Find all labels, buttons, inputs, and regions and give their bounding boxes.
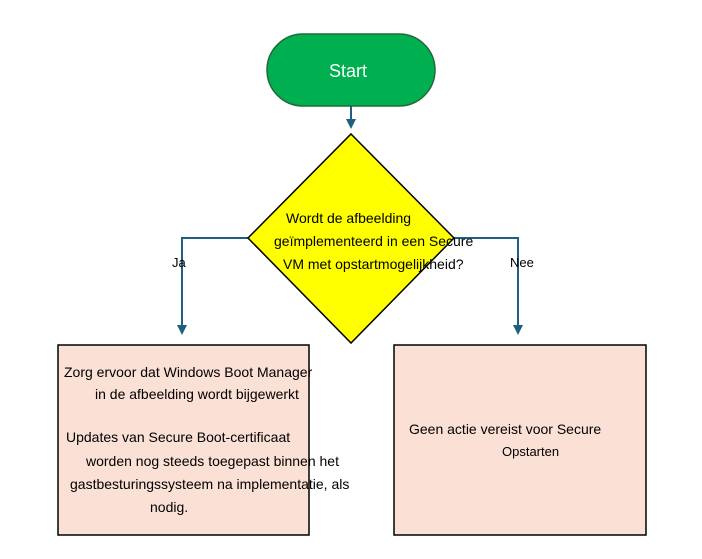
right-box-line-2: Opstarten [502, 444, 559, 459]
start-shape [266, 33, 436, 107]
left-process-box: Zorg ervoor dat Windows Boot Manager in … [57, 344, 349, 536]
yes-branch-label: Ja [172, 255, 187, 270]
decision-shape [246, 132, 456, 345]
connector-no-branch [450, 237, 523, 335]
decision-text-line-1: Wordt de afbeelding [286, 210, 411, 226]
right-process-box: Geen actie vereist voor Secure Opstarten [393, 344, 647, 536]
start-label: Start [329, 61, 367, 81]
right-box-line-1: Geen actie vereist voor Secure [409, 421, 601, 437]
decision-text-line-2: geïmplementeerd in een Secure [274, 233, 473, 249]
no-branch-label: Nee [510, 255, 534, 270]
left-box-line-1: Zorg ervoor dat Windows Boot Manager [64, 364, 313, 380]
start-node: Start [266, 33, 436, 107]
decision-node: Wordt de afbeelding geïmplementeerd in e… [246, 132, 473, 345]
decision-text-line-3: VM met opstartmogelijkheid? [283, 256, 464, 272]
left-box-line-3: Updates van Secure Boot-certificaat [66, 429, 290, 445]
left-box-line-5: gastbesturingssysteem na implementatie, … [70, 476, 349, 492]
right-box-shape [393, 344, 647, 536]
left-box-line-6: nodig. [150, 499, 188, 515]
connector-yes-branch [177, 237, 250, 335]
left-box-line-4: worden nog steeds toegepast binnen het [85, 453, 339, 469]
left-box-line-2: in de afbeelding wordt bijgewerkt [95, 386, 299, 402]
left-box-shape [57, 344, 310, 536]
